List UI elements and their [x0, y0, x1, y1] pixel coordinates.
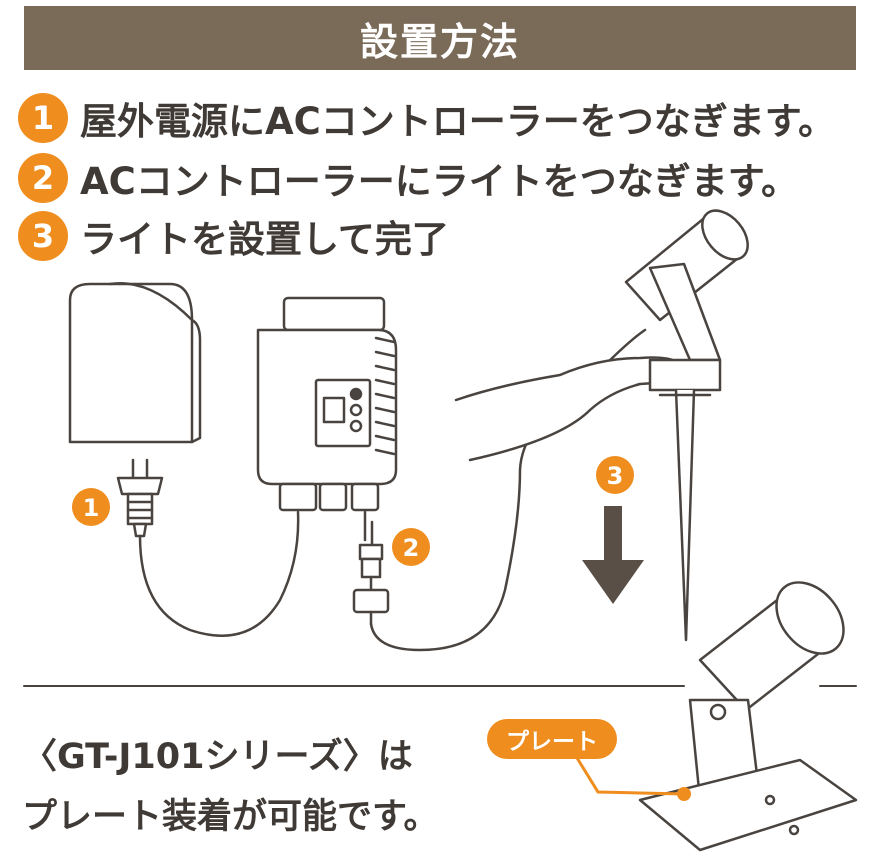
series-line-1: 〈GT-J101シリーズ〉は: [22, 737, 413, 777]
step-text: ライトを設置して完了: [80, 218, 449, 261]
callout-dot: [677, 787, 691, 801]
marker-1: [72, 488, 110, 526]
step-number: 2: [18, 153, 68, 203]
ac-controller-icon: [256, 296, 398, 512]
series-line-2: プレート装着が可能です。: [22, 797, 439, 837]
plate-light-icon: [638, 581, 858, 852]
stake-light-icon: [624, 209, 749, 642]
step-2: 2 ACコントローラーにライトをつなぎます。: [18, 151, 798, 205]
marker-3-label: 3: [607, 462, 624, 490]
marker-2-label: 2: [403, 534, 420, 562]
light-plug-icon: [352, 510, 390, 626]
marker-3: [596, 456, 634, 494]
step-text: ACコントローラーにライトをつなぎます。: [80, 160, 799, 203]
step-1: 1 屋外電源にACコントローラーをつなぎます。: [18, 91, 835, 145]
marker-1-label: 1: [83, 494, 100, 522]
power-cable: [138, 510, 300, 637]
step-number: 3: [18, 211, 68, 261]
page-title: 設置方法: [359, 19, 520, 64]
step-text: 屋外電源にACコントローラーをつなぎます。: [80, 100, 836, 143]
down-arrow-icon: [582, 506, 644, 604]
power-plug-icon: [116, 458, 164, 538]
plate-label: プレート: [487, 719, 617, 759]
title-bar: 設置方法: [24, 6, 856, 70]
outdoor-outlet-icon: [68, 282, 202, 444]
series-note: 〈GT-J101シリーズ〉は プレート装着が可能です。: [22, 727, 439, 847]
marker-2: [392, 528, 430, 566]
step-3: 3 ライトを設置して完了: [18, 209, 449, 263]
step-number: 1: [18, 93, 68, 143]
